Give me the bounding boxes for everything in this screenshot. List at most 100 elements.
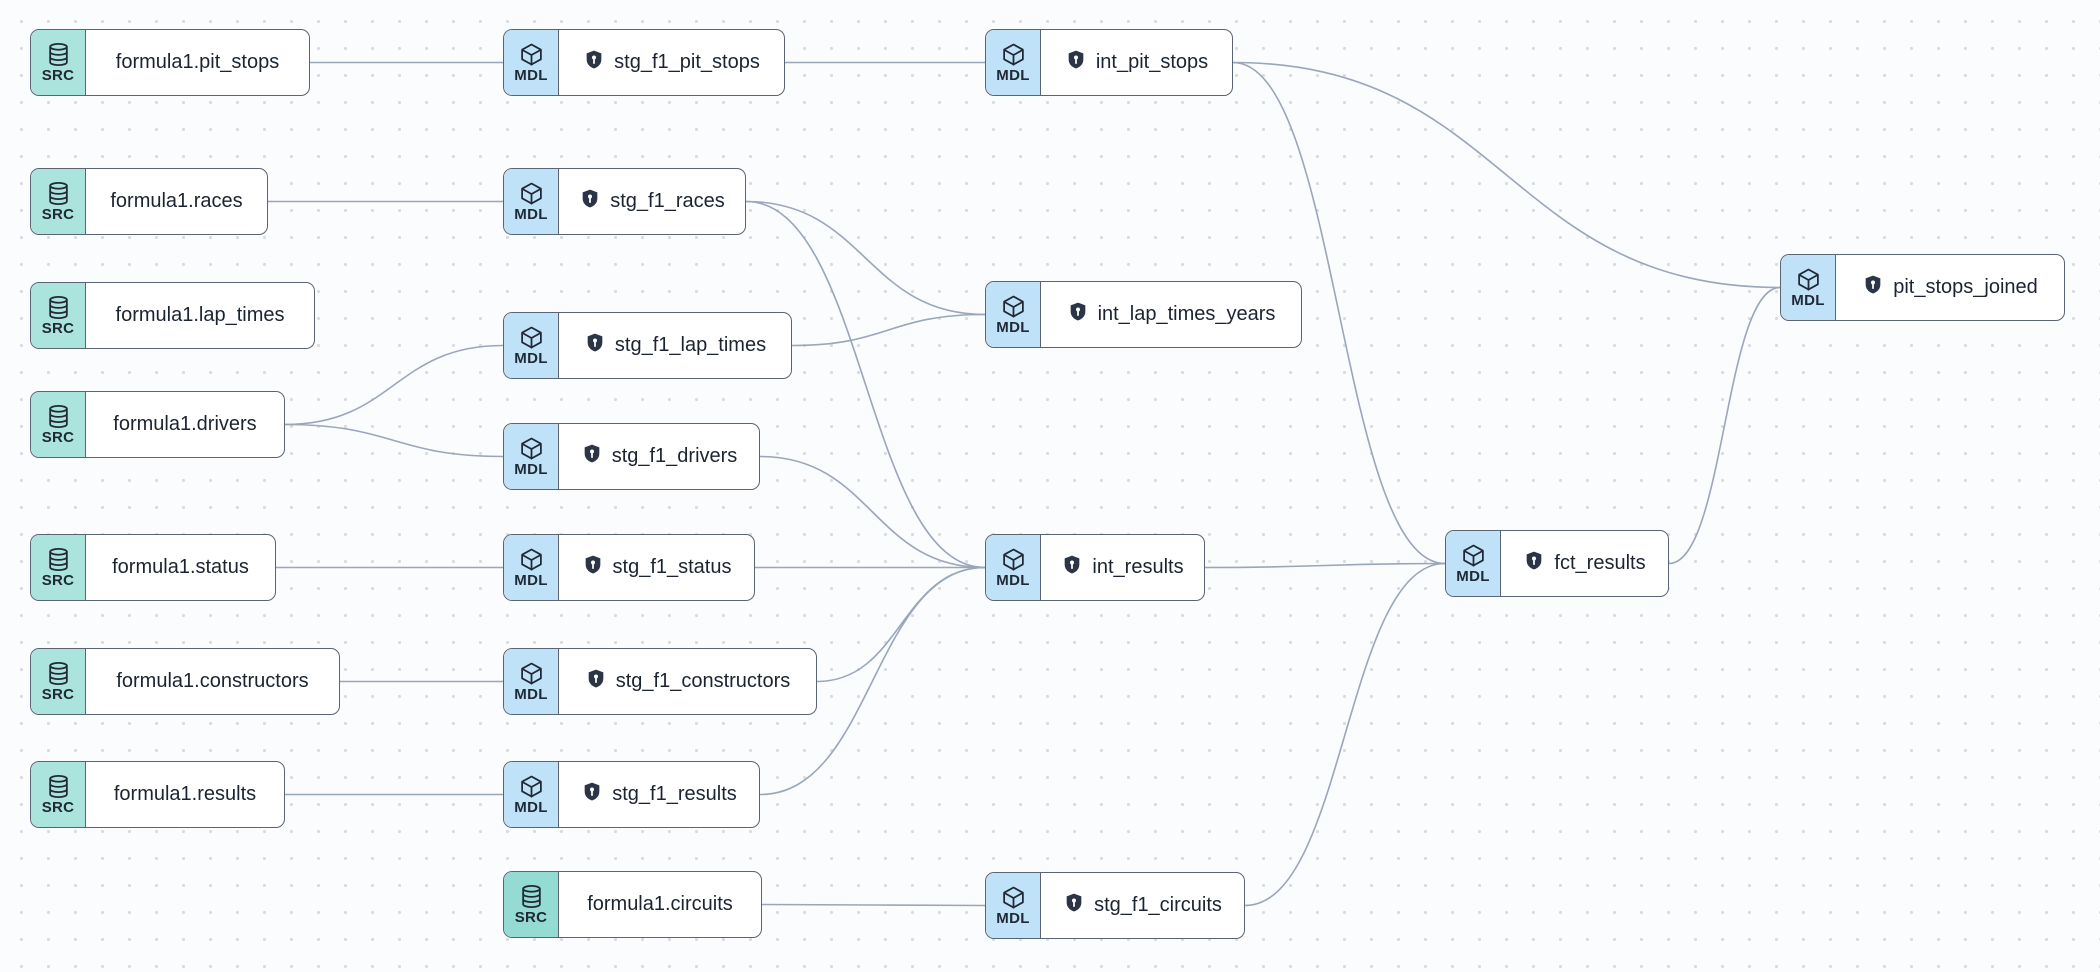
database-icon bbox=[46, 181, 71, 206]
node-label: stg_f1_races bbox=[610, 190, 725, 212]
node-label-area: stg_f1_races bbox=[559, 169, 745, 234]
node-label: formula1.constructors bbox=[116, 670, 309, 692]
node-label-area: formula1.constructors bbox=[86, 649, 339, 714]
badge-label: SRC bbox=[41, 320, 75, 337]
model-badge: MDL bbox=[504, 424, 559, 489]
node-label-area: stg_f1_status bbox=[559, 535, 754, 600]
node-label-area: stg_f1_constructors bbox=[559, 649, 816, 714]
edge-int_results-fct_results bbox=[1204, 562, 1446, 569]
model-badge: MDL bbox=[986, 30, 1041, 95]
shield-lock-icon bbox=[1067, 301, 1089, 328]
node-int_lap_times_years[interactable]: MDL int_lap_times_years bbox=[985, 281, 1302, 348]
source-badge: SRC bbox=[31, 283, 86, 348]
shield-lock-icon bbox=[585, 668, 607, 695]
source-badge: SRC bbox=[31, 392, 86, 457]
cube-icon bbox=[519, 547, 544, 572]
cube-icon bbox=[1461, 543, 1486, 568]
node-label: formula1.pit_stops bbox=[115, 51, 280, 73]
badge-label: MDL bbox=[996, 572, 1030, 589]
node-label: stg_f1_status bbox=[612, 556, 732, 578]
edge-stg_f1_races-int_results bbox=[745, 200, 986, 569]
node-stg_f1_status[interactable]: MDL stg_f1_status bbox=[503, 534, 755, 601]
node-stg_f1_drivers[interactable]: MDL stg_f1_drivers bbox=[503, 423, 760, 490]
badge-label: SRC bbox=[41, 429, 75, 446]
badge-label: MDL bbox=[514, 572, 548, 589]
node-label: int_lap_times_years bbox=[1097, 303, 1276, 325]
cube-icon bbox=[519, 325, 544, 350]
shield-lock-icon bbox=[1862, 274, 1884, 301]
node-label-area: formula1.races bbox=[86, 169, 267, 234]
model-badge: MDL bbox=[1781, 255, 1836, 320]
database-icon bbox=[46, 404, 71, 429]
badge-label: MDL bbox=[1456, 568, 1490, 585]
node-label-area: formula1.pit_stops bbox=[86, 30, 309, 95]
shield-lock-icon bbox=[584, 332, 606, 359]
node-label: formula1.results bbox=[113, 783, 257, 805]
node-label-area: int_pit_stops bbox=[1041, 30, 1232, 95]
node-src_status[interactable]: SRC formula1.status bbox=[30, 534, 276, 601]
cube-icon bbox=[1001, 42, 1026, 67]
shield-lock-icon bbox=[582, 554, 604, 581]
node-label-area: stg_f1_drivers bbox=[559, 424, 759, 489]
node-src_pit_stops[interactable]: SRC formula1.pit_stops bbox=[30, 29, 310, 96]
model-badge: MDL bbox=[504, 313, 559, 378]
badge-label: MDL bbox=[996, 67, 1030, 84]
source-badge: SRC bbox=[31, 535, 86, 600]
node-fct_results[interactable]: MDL fct_results bbox=[1445, 530, 1669, 597]
node-label-area: formula1.circuits bbox=[559, 872, 761, 937]
shield-lock-icon bbox=[579, 188, 601, 215]
shield-lock-icon bbox=[581, 443, 603, 470]
badge-label: SRC bbox=[41, 67, 75, 84]
node-label-area: formula1.results bbox=[86, 762, 284, 827]
model-badge: MDL bbox=[504, 649, 559, 714]
node-stg_f1_lap_times[interactable]: MDL stg_f1_lap_times bbox=[503, 312, 792, 379]
node-label-area: pit_stops_joined bbox=[1836, 255, 2064, 320]
node-label-area: stg_f1_lap_times bbox=[559, 313, 791, 378]
node-label: stg_f1_drivers bbox=[611, 445, 738, 467]
database-icon bbox=[46, 42, 71, 67]
edge-stg_f1_races-int_lap_times_years bbox=[745, 200, 986, 316]
cube-icon bbox=[1796, 267, 1821, 292]
badge-label: SRC bbox=[41, 686, 75, 703]
model-badge: MDL bbox=[986, 282, 1041, 347]
node-label: stg_f1_results bbox=[612, 783, 737, 805]
node-src_lap_times[interactable]: SRC formula1.lap_times bbox=[30, 282, 315, 349]
node-label-area: int_lap_times_years bbox=[1041, 282, 1301, 347]
cube-icon bbox=[519, 774, 544, 799]
badge-label: MDL bbox=[514, 67, 548, 84]
node-label: int_pit_stops bbox=[1095, 51, 1209, 73]
database-icon bbox=[46, 774, 71, 799]
node-label: stg_f1_circuits bbox=[1094, 894, 1222, 916]
cube-icon bbox=[519, 436, 544, 461]
node-label-area: formula1.drivers bbox=[86, 392, 284, 457]
node-int_pit_stops[interactable]: MDL int_pit_stops bbox=[985, 29, 1233, 96]
node-label: formula1.status bbox=[112, 556, 249, 578]
cube-icon bbox=[1001, 885, 1026, 910]
shield-lock-icon bbox=[583, 49, 605, 76]
badge-label: MDL bbox=[514, 350, 548, 367]
cube-icon bbox=[519, 661, 544, 686]
node-label: fct_results bbox=[1554, 552, 1646, 574]
node-label-area: formula1.status bbox=[86, 535, 275, 600]
node-src_drivers[interactable]: SRC formula1.drivers bbox=[30, 391, 285, 458]
cube-icon bbox=[519, 42, 544, 67]
node-label: formula1.circuits bbox=[587, 893, 733, 915]
cube-icon bbox=[1001, 547, 1026, 572]
model-badge: MDL bbox=[504, 535, 559, 600]
node-label-area: stg_f1_circuits bbox=[1041, 873, 1244, 938]
node-label-area: formula1.lap_times bbox=[86, 283, 314, 348]
source-badge: SRC bbox=[31, 30, 86, 95]
node-label: formula1.lap_times bbox=[115, 304, 285, 326]
node-src_constructors[interactable]: SRC formula1.constructors bbox=[30, 648, 340, 715]
